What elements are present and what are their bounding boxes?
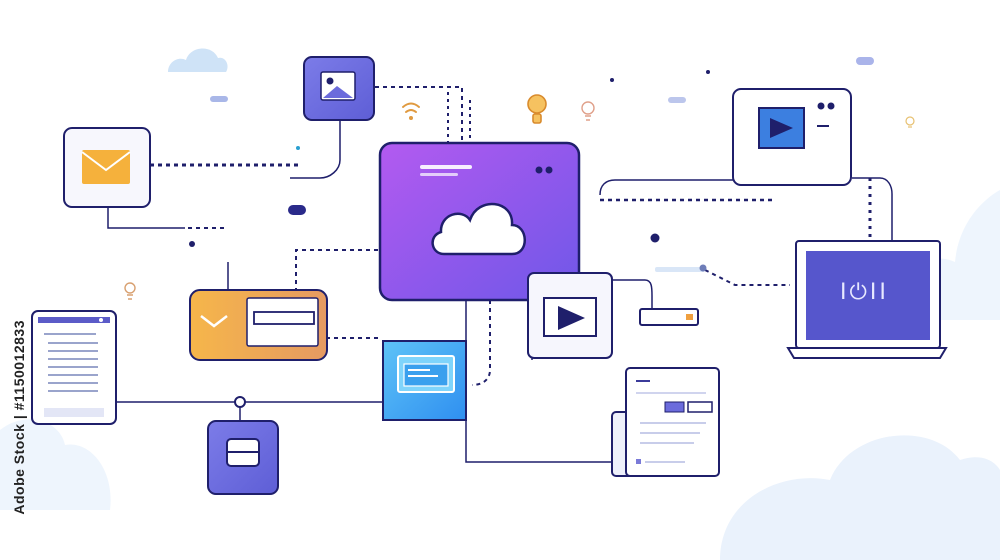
browser-window-line: [408, 375, 438, 377]
document-card[interactable]: [31, 310, 117, 425]
document-line: [636, 392, 706, 394]
wifi-icon: [402, 102, 420, 120]
wifi-icon-arc-outer: [402, 102, 420, 108]
document-line: [48, 358, 98, 360]
lightbulb-icon-bulb: [124, 282, 136, 294]
document-line: [636, 380, 650, 382]
connector-lines: [107, 86, 893, 463]
envelope-icon: [82, 150, 130, 184]
document-tag: [664, 401, 685, 413]
chevron-down-icon: [200, 315, 228, 328]
lightbulb-icon: [527, 94, 547, 124]
document-line: [48, 390, 98, 392]
document-line: [48, 382, 98, 384]
storage-drive-icon: [639, 308, 699, 326]
connector-image-down: [290, 120, 341, 179]
connector-mail-down: [107, 206, 185, 229]
orange-message-card[interactable]: [189, 289, 328, 361]
cloud-icon: [431, 202, 526, 256]
wifi-icon-dot: [409, 116, 413, 120]
lightbulb-icon: [124, 282, 136, 300]
dot-decoration: [189, 241, 195, 247]
document-line: [48, 342, 98, 344]
document-footer-bar: [44, 408, 104, 417]
wifi-icon-arc-inner: [405, 109, 417, 113]
lightbulb-icon-base: [127, 294, 133, 300]
connector-video-to-laptop: [852, 177, 893, 240]
laptop-icon[interactable]: [786, 240, 948, 359]
lightbulb-icon-base: [585, 115, 591, 121]
window-control-dot: [545, 166, 553, 174]
connector-center-to-sky-dashed: [471, 300, 491, 386]
connector-node: [234, 396, 246, 408]
laptop-power-text: I⏻II: [840, 280, 889, 305]
stock-image-id: Adobe Stock | #1150012833: [11, 320, 27, 515]
video-player-card-small[interactable]: [527, 272, 613, 359]
connector-right-curve: [599, 179, 735, 196]
video-card-thumb: [758, 107, 805, 149]
orange-card-input: [253, 311, 315, 325]
document-line: [645, 461, 685, 463]
mail-card[interactable]: [63, 127, 151, 208]
dot-decoration: [610, 78, 614, 82]
lightbulb-icon-bulb: [527, 94, 547, 114]
document-card-stack[interactable]: [611, 367, 720, 477]
lightbulb-icon: [581, 101, 595, 121]
connector-center-to-orange: [295, 249, 378, 290]
storage-drive: [639, 308, 699, 326]
envelope-icon-flap: [81, 151, 131, 172]
cloud-app-card-title-bar: [420, 165, 472, 169]
document-line: [48, 350, 98, 352]
cloud-shape-bottom-right: [720, 435, 1000, 560]
connector-video-small-to-drive: [612, 279, 653, 308]
laptop-screen: [806, 251, 930, 340]
browser-window-line: [408, 369, 430, 371]
connector-mid-to-laptop: [704, 269, 790, 286]
document-header-bar: [38, 317, 110, 323]
lightbulb-icon-base: [532, 113, 542, 124]
video-play-icon[interactable]: [558, 306, 585, 330]
dot-decoration: [296, 146, 300, 150]
document-line: [640, 422, 706, 424]
pill-decoration: [668, 97, 686, 103]
window-control-dot: [99, 318, 103, 322]
lightbulb-icon: [905, 116, 915, 128]
document-tag: [687, 401, 713, 413]
document-line: [640, 432, 700, 434]
cloud-shape-bottom-left: [0, 419, 111, 510]
document-line: [636, 459, 641, 464]
window-control-dot: [827, 102, 835, 110]
document-line: [48, 374, 98, 376]
storage-drive-led: [686, 314, 693, 320]
browser-card[interactable]: [382, 340, 467, 421]
decorations: [189, 57, 874, 272]
connector-image-to-center: [375, 86, 463, 140]
video-player-card[interactable]: [732, 88, 852, 186]
lightbulb-icon-bulb: [581, 101, 595, 115]
image-icon-mountain: [323, 86, 353, 98]
window-control-dot: [817, 102, 825, 110]
document-line: [48, 366, 98, 368]
cloud-shape-top-left: [168, 48, 228, 72]
laptop-base: [786, 347, 948, 359]
dot-decoration: [650, 233, 660, 243]
cloud-app-card[interactable]: [378, 141, 581, 302]
pill-decoration: [655, 267, 705, 272]
lightbulb-icon-bulb: [905, 116, 915, 126]
video-play-icon[interactable]: [770, 118, 793, 138]
image-icon-sun: [326, 77, 334, 85]
dot-decoration: [706, 70, 710, 74]
cloud-app-card-title-bar: [420, 173, 458, 176]
video-card-line: [817, 125, 829, 127]
pill-decoration: [856, 57, 874, 65]
document-line: [44, 333, 96, 335]
document-line: [640, 442, 694, 444]
window-control-dot: [535, 166, 543, 174]
image-card[interactable]: [303, 56, 375, 121]
toggle-card[interactable]: [207, 420, 279, 495]
pill-decoration: [288, 205, 306, 215]
dot-decoration: [699, 264, 707, 272]
pill-decoration: [210, 96, 228, 102]
